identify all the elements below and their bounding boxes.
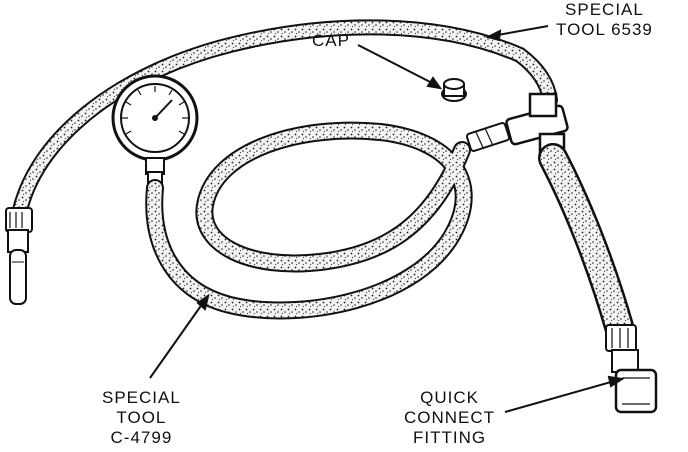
cap-part [441,78,467,102]
left-end-fitting [5,207,33,305]
label-cap-text: CAP [312,31,350,50]
label-qc-line1: QUICK [420,388,479,407]
hose-c4799 [145,121,473,320]
label-qc-line2: CONNECT [404,408,496,427]
label-special-tool-6539: SPECIAL TOOL 6539 [556,0,653,40]
label-c4799-line3: C-4799 [110,428,173,447]
label-6539-line1: SPECIAL [565,0,644,19]
label-special-tool-c4799: SPECIAL TOOL C-4799 [102,388,181,448]
hose-connector [465,122,511,152]
leader-lines [149,25,625,413]
label-c4799-line1: SPECIAL [102,388,181,407]
label-6539-line2: TOOL 6539 [556,20,653,39]
label-qc-line3: FITTING [412,428,487,447]
label-c4799-line2: TOOL [116,408,167,427]
quick-connect-fitting [605,324,658,414]
hose-to-quick-connect [538,143,635,345]
hose-6539 [12,19,558,218]
label-cap: CAP [312,31,350,51]
pressure-gauge [111,74,199,187]
label-quick-connect-fitting: QUICK CONNECT FITTING [404,388,495,448]
